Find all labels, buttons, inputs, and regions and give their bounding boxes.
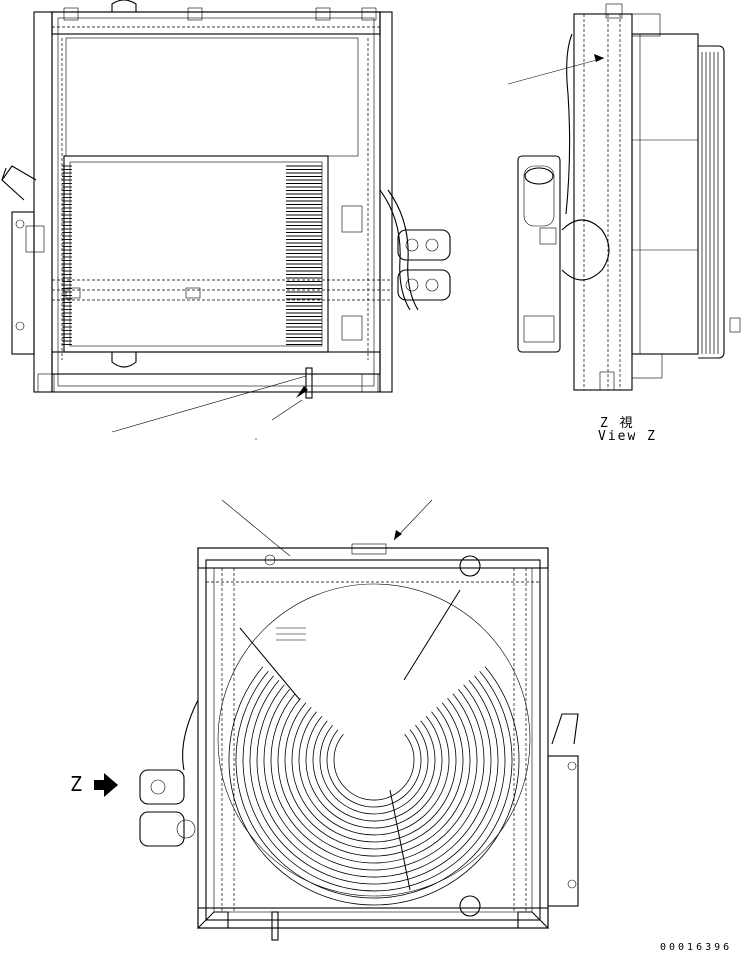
front-view xyxy=(1,0,451,440)
fin-symbol xyxy=(276,627,306,641)
view-z-english-label: View Z xyxy=(598,429,657,444)
side-view-z xyxy=(507,3,741,391)
view-z-japanese-label: Z 視 xyxy=(600,416,635,431)
core-fins xyxy=(62,165,322,345)
drawing-number: 00016396 xyxy=(660,942,733,953)
cooling-coil xyxy=(228,589,520,906)
view-z-arrow-icon xyxy=(94,773,118,797)
z-arrow-label: Z xyxy=(70,772,83,796)
rear-view xyxy=(94,499,579,941)
side-fins xyxy=(701,52,719,354)
